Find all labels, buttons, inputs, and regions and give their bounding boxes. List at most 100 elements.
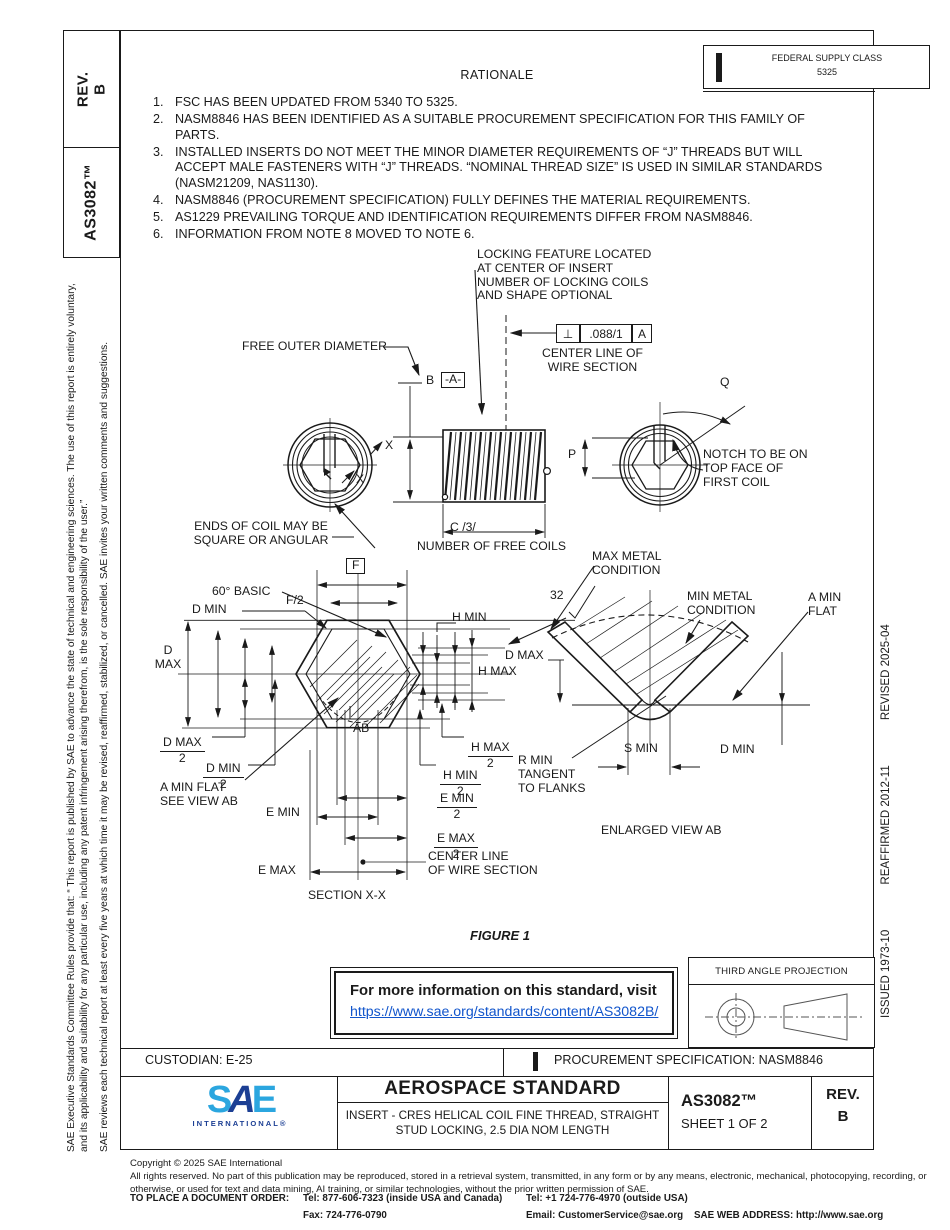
rationale-title: RATIONALE (460, 68, 534, 82)
revised-date: REVISED 2025-04 (880, 624, 892, 721)
reaffirmed-date: REAFFIRMED 2012-11 (880, 765, 892, 885)
fcf-tolerance: .088/1 (580, 324, 632, 343)
r-min-tangent-note: R MIN TANGENT TO FLANKS (518, 753, 586, 795)
feature-control-frame: ⊥ .088/1 A (556, 324, 652, 343)
third-angle-projection-box: THIRD ANGLE PROJECTION (688, 957, 875, 1048)
datum-a-box: -A- (441, 372, 466, 388)
rev-label: REV. (826, 1086, 860, 1103)
title-block-divider (337, 1076, 339, 1150)
title-block-divider (811, 1076, 813, 1150)
figure-drawing (178, 269, 810, 880)
e-min-label: E MIN (266, 805, 300, 819)
rights-line: All rights reserved. No part of this pub… (130, 1171, 927, 1195)
ends-of-coil-note: ENDS OF COIL MAY BE SQUARE OR ANGULAR (193, 519, 329, 547)
rationale-item: 3.INSTALLED INSERTS DO NOT MEET THE MINO… (153, 144, 823, 191)
standard-subtitle: INSERT - CRES HELICAL COIL FINE THREAD, … (345, 1109, 660, 1138)
sae-logo: SAE INTERNATIONAL® (150, 1081, 330, 1129)
c-dimension-label: C /3/ (450, 520, 476, 534)
f-half-label: F/2 (286, 593, 304, 607)
fold-mark-icon (716, 53, 722, 82)
datum-b-label: B (426, 373, 435, 387)
info-text: For more information on this standard, v… (350, 983, 657, 999)
rationale-list: 1.FSC HAS BEEN UPDATED FROM 5340 TO 5325… (153, 95, 841, 244)
figure-caption: FIGURE 1 (470, 928, 530, 943)
fsc-underline (703, 91, 875, 92)
rationale-item: 5.AS1229 PREVAILING TORQUE AND IDENTIFIC… (153, 210, 753, 225)
s-min-label: S MIN (624, 741, 658, 755)
rationale-item: 2.NASM8846 HAS BEEN IDENTIFIED AS A SUIT… (153, 111, 805, 142)
doc-number: AS3082™ (681, 1092, 758, 1110)
fsc-title: FEDERAL SUPPLY CLASS (771, 53, 883, 63)
number-free-coils-label: NUMBER OF FREE COILS (417, 539, 566, 553)
legal-disclaimer: SAE Executive Standards Committee Rules … (66, 270, 118, 1152)
rev-label: REV. B (74, 71, 109, 107)
rev-value: B (837, 1108, 849, 1125)
q-angle-label: Q (720, 375, 730, 389)
standard-link[interactable]: https://www.sae.org/standards/content/AS… (350, 1004, 659, 1020)
web-address: SAE WEB ADDRESS: http://www.sae.org (694, 1210, 884, 1221)
doc-number-box: AS3082™ (63, 146, 120, 258)
centerline-wire-bottom-label: CENTER LINE OF WIRE SECTION (428, 849, 538, 877)
rationale-item: 6.INFORMATION FROM NOTE 8 MOVED TO NOTE … (153, 226, 475, 241)
main-border (120, 30, 874, 1150)
notch-note: NOTCH TO BE ON TOP FACE OF FIRST COIL (703, 447, 808, 489)
fsc-value: 5325 (816, 66, 838, 77)
sixty-degree-basic-label: 60° BASIC (212, 584, 271, 598)
title-block-divider (668, 1076, 670, 1150)
enlarged-view-caption: ENLARGED VIEW AB (601, 823, 722, 837)
e-max-label: E MAX (258, 863, 296, 877)
order-label: TO PLACE A DOCUMENT ORDER: (130, 1193, 290, 1204)
f-dimension-box: F (346, 558, 366, 574)
custodian-label: CUSTODIAN: E-25 (145, 1053, 253, 1067)
sae-logo-subtext: INTERNATIONAL® (192, 1119, 288, 1129)
d-min-label: D MIN (192, 602, 227, 616)
d-max-enlarged-label: D MAX (505, 648, 544, 662)
centerline-wire-top-label: CENTER LINE OF WIRE SECTION (542, 346, 643, 374)
footer-divider (120, 1048, 874, 1050)
legal-paragraph-2: SAE reviews each technical report at lea… (98, 341, 110, 1152)
a-min-flat-see-note: A MIN FLAT SEE VIEW AB (160, 780, 238, 808)
title-underline (337, 1102, 668, 1104)
section-cut-x-lower: X (356, 472, 365, 486)
rationale-item: 1.FSC HAS BEEN UPDATED FROM 5340 TO 5325… (153, 95, 458, 109)
d-min-enlarged-label: D MIN (720, 742, 755, 756)
fcf-datum-ref: A (632, 324, 652, 343)
surface-finish-32-label: 32 (550, 588, 564, 602)
legal-paragraph-1: SAE Executive Standards Committee Rules … (66, 283, 90, 1152)
rationale-item: 4.NASM8846 (PROCUREMENT SPECIFICATION) F… (153, 193, 751, 208)
fax-number: Fax: 724-776-0790 (303, 1210, 387, 1221)
h-max-label: H MAX (478, 664, 517, 678)
h-min-label: H MIN (452, 610, 487, 624)
section-xx-caption: SECTION X-X (308, 888, 386, 902)
standard-type-title: AEROSPACE STANDARD (384, 1078, 621, 1099)
projection-title: THIRD ANGLE PROJECTION (689, 958, 874, 985)
info-box: For more information on this standard, v… (330, 967, 678, 1039)
copyright-block: Copyright © 2025 SAE International All r… (130, 1158, 945, 1196)
federal-supply-class-box: FEDERAL SUPPLY CLASS 5325 (703, 45, 930, 89)
view-ab-tag: AB (353, 721, 370, 735)
procurement-spec-label: PROCUREMENT SPECIFICATION: NASM8846 (554, 1053, 823, 1067)
p-dimension-label: P (568, 447, 577, 461)
copyright-line: Copyright © 2025 SAE International (130, 1158, 283, 1169)
sheet-number: SHEET 1 OF 2 (681, 1116, 768, 1131)
fold-mark-icon (533, 1052, 538, 1071)
max-metal-condition-label: MAX METAL CONDITION (592, 549, 662, 577)
free-outer-diameter-label: FREE OUTER DIAMETER (242, 339, 387, 353)
phone-usa: Tel: 877-606-7323 (inside USA and Canada… (303, 1193, 503, 1204)
locking-feature-note: LOCKING FEATURE LOCATED AT CENTER OF INS… (477, 247, 652, 303)
custodian-divider (503, 1048, 505, 1076)
a-min-flat-label: A MIN FLAT (808, 590, 842, 618)
d-max-stacked-label: D MAX (154, 643, 182, 671)
title-block-top-line (120, 1076, 874, 1078)
email-address: Email: CustomerService@sae.org (526, 1210, 684, 1221)
perpendicularity-symbol: ⊥ (556, 324, 580, 343)
issued-date: ISSUED 1973-10 (880, 929, 892, 1018)
rev-box: REV. B (63, 30, 120, 148)
